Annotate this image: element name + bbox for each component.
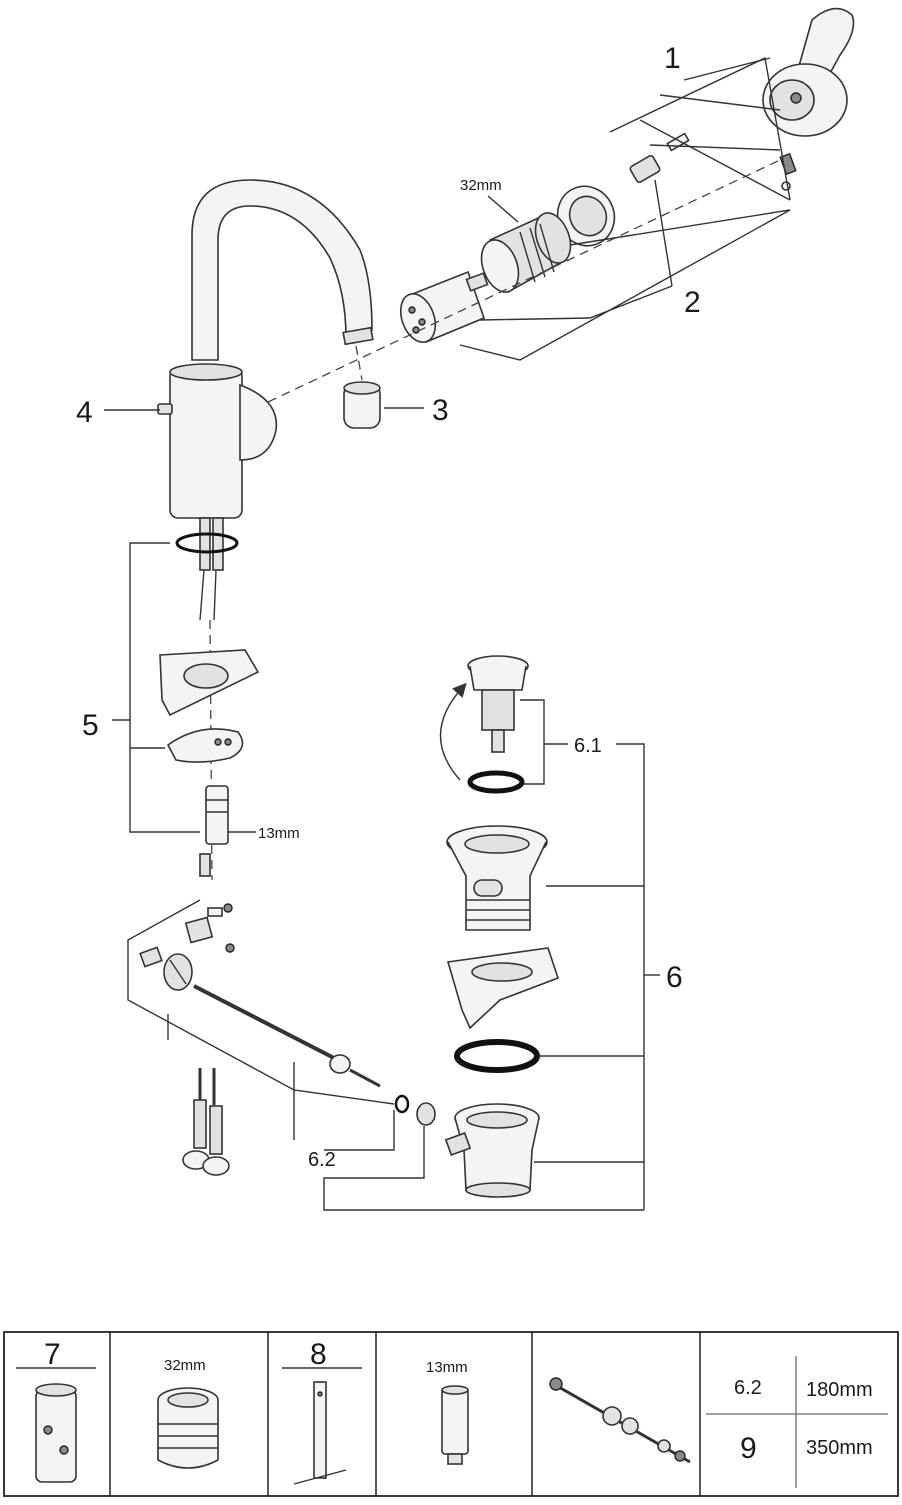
lever-handle xyxy=(762,7,855,137)
bracket-5 xyxy=(112,542,200,833)
plug-seal xyxy=(467,770,525,794)
callout-3: 3 xyxy=(432,394,449,427)
fixing-plate xyxy=(166,728,244,763)
spare-pivot-rod-set xyxy=(549,1377,691,1464)
spare-row1-id: 6.2 xyxy=(734,1377,762,1399)
spare-cell-8-label: 8 xyxy=(310,1338,327,1371)
bonnet-ring xyxy=(556,185,616,247)
aerator xyxy=(343,381,381,429)
callout-6-2: 6.2 xyxy=(308,1149,336,1171)
cartridge-bonnet xyxy=(480,212,572,294)
drain-gasket-wedge xyxy=(446,947,560,1030)
adapter-nut xyxy=(629,155,661,183)
faucet-body xyxy=(157,363,278,519)
drain-o-ring xyxy=(454,1039,540,1073)
bracket-6-2 xyxy=(127,899,644,1211)
pivot-nut xyxy=(139,946,163,968)
body-seal-ring xyxy=(175,532,239,554)
spare-row2-length: 350mm xyxy=(806,1437,873,1459)
rod-size-label: 13mm xyxy=(258,825,300,842)
drain-flange xyxy=(446,825,548,931)
fixing-rod xyxy=(199,785,229,877)
spare-row1-length: 180mm xyxy=(806,1379,873,1401)
callout-6-1: 6.1 xyxy=(574,735,602,757)
bracket-1 xyxy=(609,56,791,201)
spare-row2-id: 9 xyxy=(740,1432,757,1465)
pivot-ball-seal xyxy=(163,953,193,991)
supply-hoses xyxy=(182,1068,230,1176)
mounting-stud xyxy=(199,517,224,621)
callout-6: 6 xyxy=(666,961,683,994)
spare-7-cartridge-sleeve xyxy=(35,1383,77,1483)
spare-cell-7-label: 7 xyxy=(44,1338,61,1371)
bracket-6-1 xyxy=(520,699,645,1162)
spare-32mm-bonnet xyxy=(157,1387,219,1469)
cartridge-axis xyxy=(267,159,781,403)
fixing-washer xyxy=(159,649,260,717)
cartridge-size-label: 32mm xyxy=(460,177,502,194)
callout-1: 1 xyxy=(664,42,681,75)
pop-up-plug xyxy=(467,655,529,753)
bracket-2 xyxy=(459,179,791,361)
pivot-rod xyxy=(193,984,381,1088)
rod-clamp xyxy=(184,903,235,953)
rotation-arrow xyxy=(439,682,467,781)
mixing-cartridge xyxy=(399,270,489,344)
callout-2: 2 xyxy=(684,286,701,319)
spare-13mm-rod xyxy=(441,1385,469,1465)
faucet-spout xyxy=(191,179,374,361)
cartridge-size-leader xyxy=(487,195,519,223)
rod-o-ring xyxy=(394,1094,410,1114)
callout-4: 4 xyxy=(76,396,93,429)
rod-nut xyxy=(416,1102,436,1126)
callout-5: 5 xyxy=(82,709,99,742)
spare-32mm-label: 32mm xyxy=(164,1357,206,1374)
spare-8-tool xyxy=(293,1381,347,1485)
drain-body xyxy=(444,1103,540,1198)
spare-13mm-label: 13mm xyxy=(426,1359,468,1376)
aerator-axis xyxy=(355,345,363,381)
